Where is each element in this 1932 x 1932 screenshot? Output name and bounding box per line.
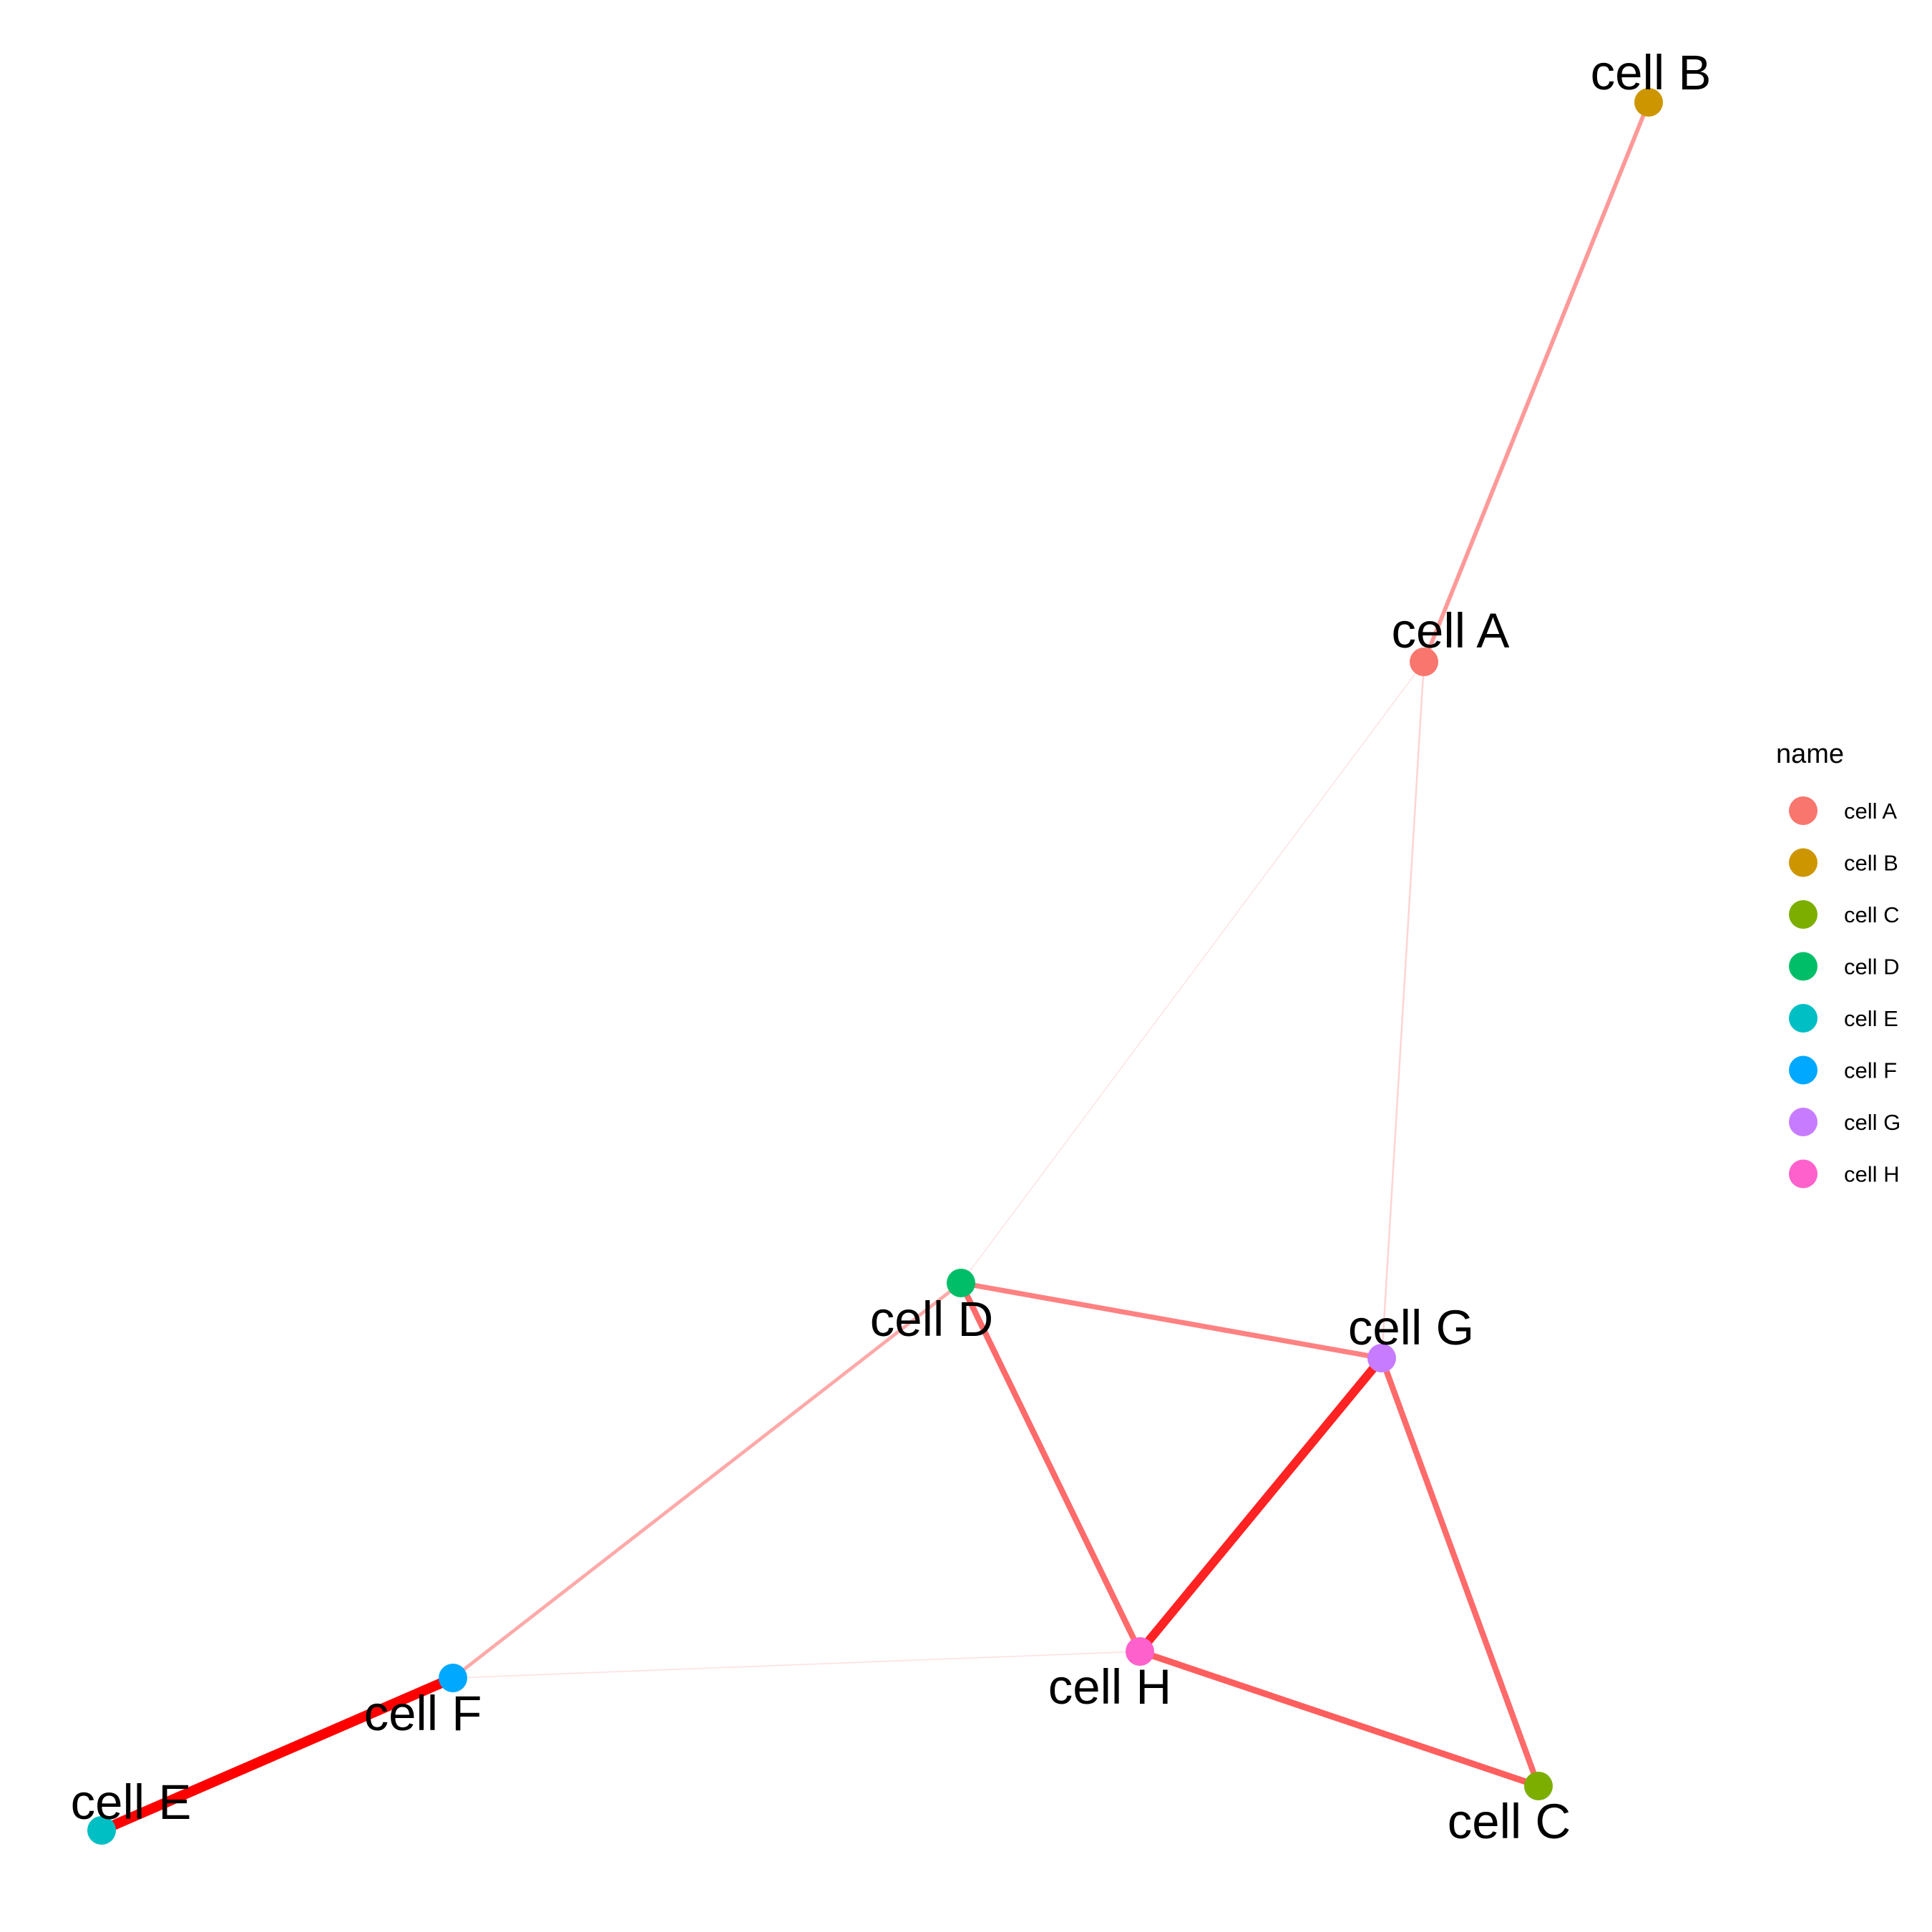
legend-item-a: cell A: [1789, 796, 1897, 825]
node-c[interactable]: [1524, 1772, 1553, 1800]
legend-swatch-c: [1789, 900, 1818, 929]
node-g[interactable]: [1367, 1344, 1396, 1372]
edge-a-d: [960, 661, 1425, 1284]
legend-label-a: cell A: [1844, 799, 1897, 824]
legend-swatch-d: [1789, 952, 1818, 981]
legend-label-f: cell F: [1844, 1058, 1897, 1083]
legend-label-g: cell G: [1844, 1110, 1901, 1135]
legend-item-g: cell G: [1789, 1108, 1901, 1136]
node-label-d: cell D: [870, 1292, 994, 1347]
edges-layer: [99, 101, 1651, 1835]
node-label-a: cell A: [1392, 603, 1510, 658]
legend-swatch-f: [1789, 1055, 1818, 1085]
edge-d-g: [960, 1280, 1382, 1361]
node-label-b: cell B: [1591, 45, 1712, 100]
legend-items: cell A cell B cell C cell D cell E cell F cell…: [1789, 796, 1901, 1189]
labels-layer: cell A cell B cell C cell D cell E cell F cell…: [71, 45, 1712, 1849]
edge-f-h: [452, 1651, 1141, 1679]
edge-a-b: [1422, 101, 1651, 663]
legend-label-d: cell D: [1844, 955, 1900, 980]
node-label-g: cell G: [1348, 1300, 1474, 1355]
edge-d-h: [958, 1282, 1143, 1653]
node-e[interactable]: [87, 1816, 116, 1845]
legend-item-f: cell F: [1789, 1055, 1897, 1085]
legend-item-h: cell H: [1789, 1159, 1900, 1189]
edge-h-c: [1138, 1648, 1540, 1790]
node-label-c: cell C: [1448, 1794, 1571, 1849]
legend-label-c: cell C: [1844, 902, 1900, 927]
node-h[interactable]: [1126, 1637, 1154, 1666]
legend-item-d: cell D: [1789, 952, 1900, 981]
edge-d-f: [452, 1282, 962, 1679]
edge-g-h: [1136, 1355, 1385, 1654]
node-label-e: cell E: [71, 1775, 192, 1830]
node-f[interactable]: [439, 1664, 467, 1692]
legend-swatch-b: [1789, 848, 1818, 877]
legend-title: name: [1776, 739, 1844, 769]
nodes-layer: [87, 88, 1663, 1845]
node-d[interactable]: [947, 1269, 975, 1297]
legend-swatch-e: [1789, 1004, 1818, 1033]
legend-swatch-h: [1789, 1159, 1818, 1189]
legend-item-e: cell E: [1789, 1004, 1898, 1033]
edge-g-c: [1379, 1357, 1541, 1787]
legend-swatch-a: [1789, 796, 1818, 825]
legend-label-e: cell E: [1844, 1006, 1898, 1031]
legend-swatch-g: [1789, 1108, 1818, 1136]
node-label-h: cell H: [1048, 1659, 1172, 1714]
node-a[interactable]: [1410, 648, 1438, 676]
node-label-f: cell F: [364, 1686, 482, 1741]
legend-item-b: cell B: [1789, 848, 1898, 877]
edge-a-g: [1380, 661, 1425, 1359]
edge-f-e: [99, 1673, 455, 1835]
legend-label-h: cell H: [1844, 1162, 1900, 1187]
legend-item-c: cell C: [1789, 900, 1900, 929]
node-b[interactable]: [1634, 88, 1663, 117]
legend-label-b: cell B: [1844, 851, 1898, 876]
